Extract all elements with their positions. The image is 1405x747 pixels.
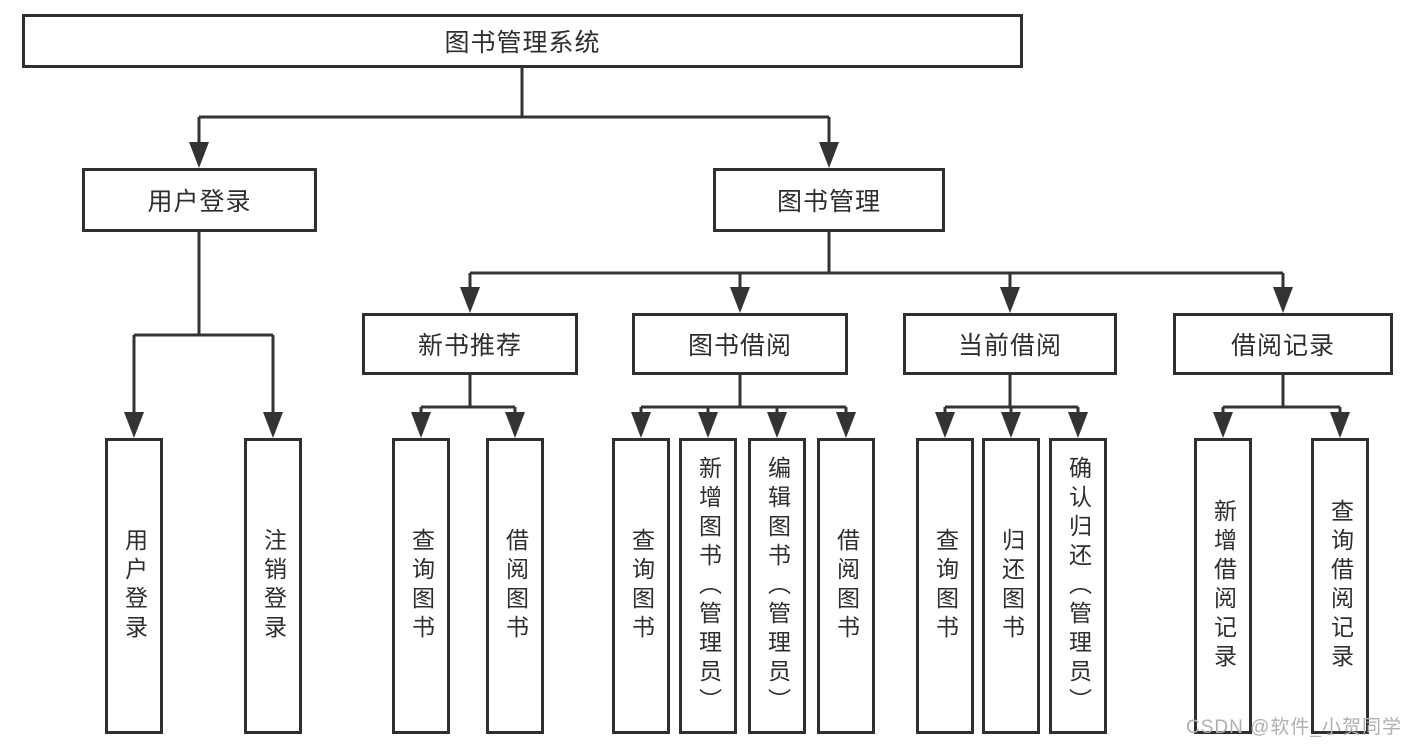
- connector-current-borrow-to-leaves: [943, 375, 1080, 416]
- leaf-query-books-current: 查询图书: [916, 438, 974, 734]
- leaf-logout: 注销登录: [244, 438, 302, 734]
- connector-new-book-to-leaves: [419, 375, 517, 416]
- connector-borrow-records-to-leaves: [1221, 375, 1342, 416]
- node-current-borrow: 当前借阅: [903, 313, 1117, 375]
- leaf-edit-book-admin: 编辑图书（管理员）: [748, 438, 806, 734]
- leaf-query-books-recommend: 查询图书: [392, 438, 450, 734]
- arrowhead-down-icon: [1001, 412, 1021, 438]
- node-new-book-recommend: 新书推荐: [362, 313, 578, 375]
- connector-user-login-to-leaves: [132, 232, 275, 416]
- node-borrow-records: 借阅记录: [1173, 313, 1393, 375]
- arrowhead-down-icon: [411, 412, 431, 438]
- arrowhead-down-icon: [1330, 412, 1350, 438]
- leaf-return-book: 归还图书: [982, 438, 1040, 734]
- arrowhead-down-icon: [935, 412, 955, 438]
- arrowhead-down-icon: [1273, 287, 1293, 313]
- arrowhead-down-icon: [1068, 412, 1088, 438]
- connector-book-borrow-to-leaves: [639, 375, 848, 416]
- arrowhead-down-icon: [1000, 287, 1020, 313]
- arrowhead-down-icon: [836, 412, 856, 438]
- arrowhead-down-icon: [124, 412, 144, 438]
- node-user-login: 用户登录: [82, 168, 317, 232]
- leaf-user-login: 用户登录: [105, 438, 163, 734]
- leaf-query-books-borrow: 查询图书: [612, 438, 670, 734]
- connector-root-to-level2: [197, 68, 831, 146]
- leaf-add-borrow-record: 新增借阅记录: [1194, 438, 1252, 734]
- node-root: 图书管理系统: [22, 14, 1023, 68]
- arrowhead-down-icon: [698, 412, 718, 438]
- arrowhead-down-icon: [263, 412, 283, 438]
- leaf-borrow-books-recommend: 借阅图书: [486, 438, 544, 734]
- arrowhead-down-icon: [631, 412, 651, 438]
- arrowhead-down-icon: [505, 412, 525, 438]
- arrowhead-down-icon: [460, 287, 480, 313]
- leaf-confirm-return-admin: 确认归还（管理员）: [1049, 438, 1107, 734]
- leaf-query-borrow-record: 查询借阅记录: [1311, 438, 1369, 734]
- watermark: CSDN @软件_小贺同学: [1186, 717, 1402, 738]
- arrowhead-down-icon: [819, 142, 839, 168]
- node-book-management: 图书管理: [713, 168, 945, 232]
- connector-book-management-to-level3: [468, 232, 1285, 291]
- arrowhead-down-icon: [1213, 412, 1233, 438]
- leaf-borrow-books-borrow: 借阅图书: [817, 438, 875, 734]
- leaf-add-book-admin: 新增图书（管理员）: [679, 438, 737, 734]
- arrowhead-down-icon: [189, 142, 209, 168]
- arrowhead-down-icon: [767, 412, 787, 438]
- arrowhead-down-icon: [730, 287, 750, 313]
- node-book-borrow: 图书借阅: [632, 313, 848, 375]
